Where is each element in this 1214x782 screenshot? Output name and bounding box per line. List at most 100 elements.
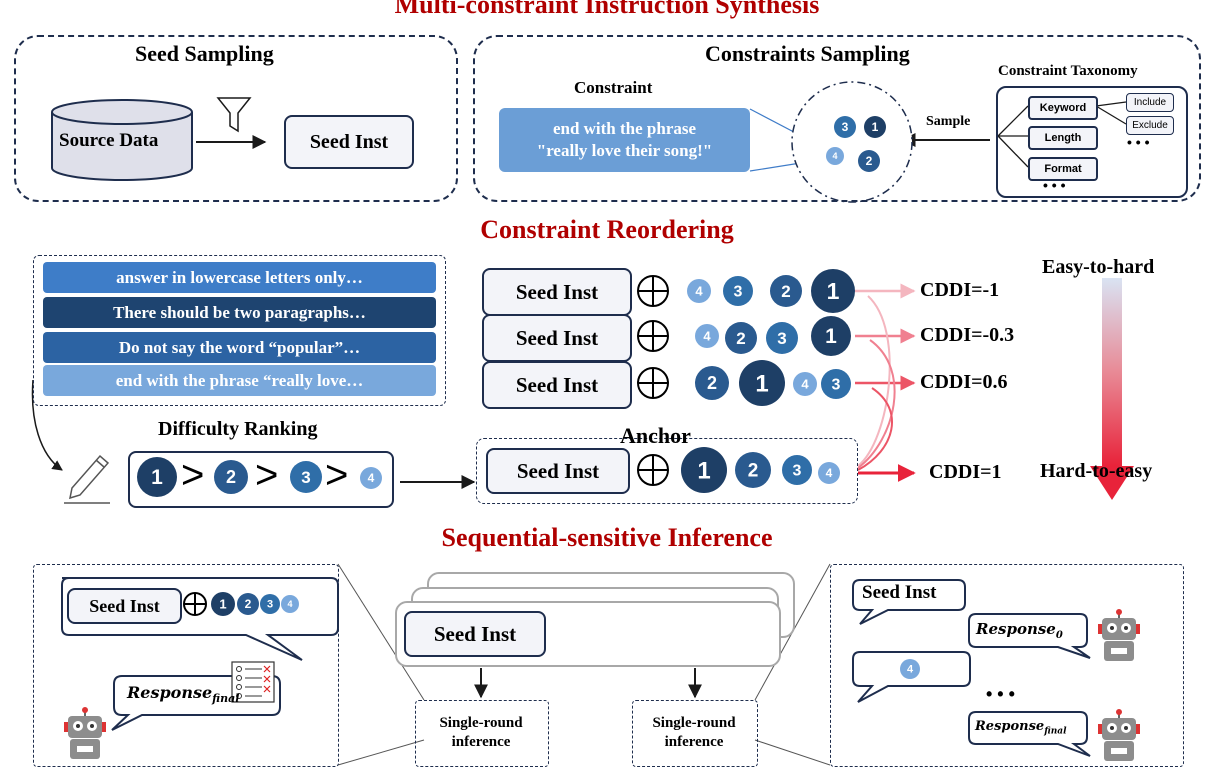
cddi-3: CDDI=0.6 <box>920 371 1008 393</box>
single-round-left-line1: Single-round <box>439 715 523 731</box>
source-data-cylinder <box>51 99 193 181</box>
seed-inst-center: Seed Inst <box>404 611 546 657</box>
constraint-number-3: 3 <box>301 468 310 487</box>
gradient-arrow-head <box>1090 466 1134 500</box>
checklist-icon <box>231 661 275 703</box>
constraint-number-3: 3 <box>734 283 743 300</box>
constraint-circle-4 <box>793 372 817 396</box>
robot-icon-right-bottom <box>1098 709 1140 761</box>
seed-inst-row2: Seed Inst <box>482 314 632 362</box>
constraint-number-4: 4 <box>832 151 837 161</box>
constraints-sampling-title: Constraints Sampling <box>705 41 910 66</box>
taxonomy-ellipsis-1: • • • <box>1127 134 1150 150</box>
constraint-circle-2 <box>858 150 880 172</box>
taxonomy-keyword: Keyword <box>1028 96 1098 120</box>
response-final-right: Responsefinal <box>975 719 1067 737</box>
gradient-arrow-shaft <box>1102 278 1122 466</box>
easy-to-hard-label: Easy-to-hard <box>1042 256 1155 278</box>
constraint-circle-1 <box>864 116 886 138</box>
constraint-number-2: 2 <box>736 329 745 348</box>
constraint-number-2: 2 <box>781 282 790 301</box>
response0-sub: 0 <box>1055 630 1063 641</box>
constraint-list-box <box>33 255 446 406</box>
seed-sampling-box <box>14 35 458 202</box>
sample-label: Sample <box>926 114 971 129</box>
constraint-circle-4 <box>695 324 719 348</box>
constraint-number-2: 2 <box>866 154 873 168</box>
constraint-number-2: 2 <box>748 460 759 481</box>
single-round-right-line1: Single-round <box>652 715 736 731</box>
source-data-label: Source Data <box>59 130 159 151</box>
taxonomy-include: Include <box>1126 93 1174 112</box>
constraint-circle-1 <box>811 269 855 313</box>
response-final-right-sub: final <box>1044 726 1067 737</box>
section-title-reordering: Constraint Reordering <box>480 215 734 244</box>
constraint-circle-1 <box>211 592 235 616</box>
robot-icon-left <box>64 707 106 759</box>
constraint-number-2: 2 <box>226 467 236 487</box>
constraint-number-2: 2 <box>245 597 252 611</box>
constraint-number-1: 1 <box>219 596 226 611</box>
constraint-circle-3 <box>834 116 856 138</box>
constraint-circle-1 <box>739 360 785 406</box>
constraint-number-1: 1 <box>697 457 710 484</box>
constraint-circle-3 <box>290 461 322 493</box>
constraint-circle-2 <box>237 593 259 615</box>
constraint-number-1: 1 <box>872 120 879 134</box>
constraint-circle-3 <box>821 369 851 399</box>
constraint-circle-2 <box>725 322 757 354</box>
gt-1: > <box>181 453 205 497</box>
bubble-response-final-right <box>968 711 1091 757</box>
seed-inst-right-bubble: Seed Inst <box>862 582 937 603</box>
constraint-number-3: 3 <box>777 329 786 348</box>
constraint-number-3: 3 <box>793 462 802 479</box>
hard-to-easy-label: Hard-to-easy <box>1040 460 1153 482</box>
pencil-icon <box>64 454 110 504</box>
bubble-seed-right <box>852 579 966 625</box>
cddi-4: CDDI=1 <box>929 461 1002 483</box>
single-round-box-right <box>632 700 758 767</box>
curve-3 <box>857 387 894 471</box>
taxonomy-length: Length <box>1028 126 1098 150</box>
constraint-circle-4 <box>818 462 840 484</box>
ellipsis-right: • • • <box>986 684 1015 704</box>
seed-inst-box: Seed Inst <box>284 115 414 169</box>
taxonomy-box <box>996 86 1188 198</box>
bubble-response0 <box>968 613 1091 659</box>
constraint-number-1: 1 <box>755 370 768 397</box>
constraint-circle-3 <box>723 276 753 306</box>
constraint-circle-2 <box>735 452 771 488</box>
constraint-number-4: 4 <box>703 328 711 343</box>
anchor-label: Anchor <box>620 423 691 448</box>
left-zoom-box <box>33 564 339 767</box>
taxonomy-ellipsis-2: • • • <box>1043 177 1066 193</box>
constraint-text-line1: end with the phrase <box>552 119 697 138</box>
cddi-1: CDDI=-1 <box>920 279 1000 301</box>
constraint-number-4: 4 <box>826 466 833 480</box>
constraint-strip-2: There should be two paragraphs… <box>43 297 436 328</box>
constraint-circle-2 <box>770 275 802 307</box>
anchor-box <box>476 438 858 504</box>
constraint-strip-3: Do not say the word “popular”… <box>43 332 436 363</box>
constraint-circle-4 <box>826 147 844 165</box>
response0-label: Response0 <box>976 620 1063 641</box>
constraint-circle-2 <box>695 366 729 400</box>
constraint-strip-1: answer in lowercase letters only… <box>43 262 436 293</box>
constraint-circle-4 <box>281 595 299 613</box>
response-final-left: Responsefinal <box>127 683 239 705</box>
constraint-circle-3 <box>766 322 798 354</box>
constraint-number-3: 3 <box>267 599 273 611</box>
response0-base: Response <box>976 620 1056 638</box>
response-final-right-base: Response <box>975 719 1045 734</box>
zoom-line-left-bottom <box>337 739 425 766</box>
section-title-inference: Sequential-sensitive Inference <box>441 523 773 552</box>
seed-inst-left-bubble: Seed Inst <box>67 588 182 624</box>
constraint-example-box: end with the phrase "really love their s… <box>499 108 750 172</box>
seed-inst-anchor: Seed Inst <box>486 448 630 494</box>
robot-icon-right-top <box>1098 609 1140 661</box>
constraint-circle-1 <box>811 316 851 356</box>
constraint-circle-4 <box>360 467 382 489</box>
constraint-circle-1 <box>681 447 727 493</box>
taxonomy-title: Constraint Taxonomy <box>998 63 1138 79</box>
taxonomy-format: Format <box>1028 157 1098 181</box>
